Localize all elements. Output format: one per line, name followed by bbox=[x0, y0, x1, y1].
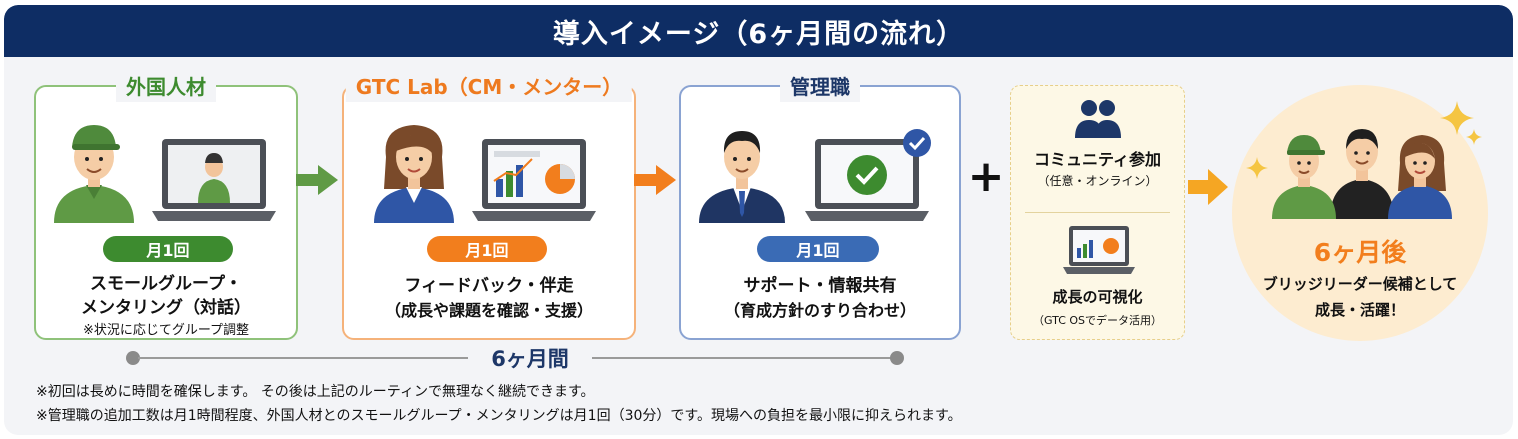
timeline-line bbox=[592, 357, 894, 359]
card-title: GTC Lab（CM・メンター） bbox=[345, 72, 633, 102]
manager-man-icon bbox=[699, 131, 785, 223]
page-title: 導入イメージ（6ヶ月間の流れ） bbox=[552, 18, 965, 50]
page: 導入イメージ（6ヶ月間の流れ） 外国人材 月1回 スモールグループ・ メンタリン… bbox=[4, 5, 1513, 435]
visualization-sub: （GTC OSでデータ活用） bbox=[1032, 314, 1163, 327]
footnote: ※管理職の追加工数は月1時間程度、外国人材とのスモールグループ・メンタリングは月… bbox=[36, 408, 962, 424]
three-people-icon bbox=[1272, 129, 1452, 219]
card-desc-line1: サポート・情報共有 bbox=[743, 276, 897, 296]
divider bbox=[1025, 212, 1170, 213]
header-bar: 導入イメージ（6ヶ月間の流れ） bbox=[4, 5, 1513, 57]
card-desc-line1: フィードバック・伴走 bbox=[404, 276, 574, 296]
community-box: コミュニティ参加 （任意・オンライン） 成長の可視化 （GTC OSでデータ活用… bbox=[1010, 85, 1185, 340]
mentor-woman-icon bbox=[374, 125, 454, 223]
card-title: 外国人材 bbox=[116, 72, 216, 102]
result-title: 6ヶ月後 bbox=[1313, 238, 1407, 267]
plus-sign: + bbox=[967, 151, 1005, 202]
laptop-chart-icon bbox=[472, 139, 596, 221]
result-circle: 6ヶ月後 ブリッジリーダー候補として 成長・活躍！ bbox=[1232, 85, 1488, 341]
result-line2: 成長・活躍！ bbox=[1314, 301, 1405, 319]
timeline-start-dot bbox=[126, 351, 140, 365]
frequency-badge: 月1回 bbox=[103, 236, 233, 262]
frequency-badge: 月1回 bbox=[427, 236, 547, 262]
card-desc-line2: （育成方針のすり合わせ） bbox=[723, 301, 916, 320]
arrow-right-icon bbox=[634, 165, 676, 195]
laptop-check-icon bbox=[805, 129, 931, 221]
laptop-video-call-icon bbox=[152, 139, 276, 221]
card-gtc-lab: GTC Lab（CM・メンター） 月1回 フィードバック・伴走 （成長や課題を bbox=[342, 72, 636, 340]
card-desc-line2: （成長や課題を確認・支援） bbox=[384, 301, 593, 320]
community-title: コミュニティ参加 bbox=[1033, 150, 1162, 169]
arrow-right-icon bbox=[296, 165, 338, 195]
timeline-end-dot bbox=[890, 351, 904, 365]
arrow-right-icon bbox=[1188, 169, 1228, 205]
timeline-line bbox=[138, 357, 468, 359]
worker-icon bbox=[54, 125, 134, 223]
card-desc-line1: スモールグループ・ bbox=[90, 274, 242, 294]
result-line1: ブリッジリーダー候補として bbox=[1262, 275, 1458, 293]
laptop-chart-icon bbox=[1063, 226, 1135, 274]
visualization-title: 成長の可視化 bbox=[1052, 288, 1143, 306]
card-title: 管理職 bbox=[780, 72, 860, 102]
footnote: ※初回は長めに時間を確保します。 その後は上記のルーティンで無理なく継続できます… bbox=[36, 384, 595, 400]
card-manager: 管理職 月1回 サポート・情報共有 （育成方針のすり合わせ） bbox=[679, 72, 961, 340]
timeline-label: 6ヶ月間 bbox=[491, 347, 569, 371]
frequency-badge: 月1回 bbox=[757, 236, 879, 262]
card-foreign-talent: 外国人材 月1回 スモールグループ・ メンタリング（対話） ※状況に応じてグルー… bbox=[34, 72, 298, 340]
group-icon bbox=[1075, 100, 1121, 138]
card-desc-line2: メンタリング（対話） bbox=[81, 298, 251, 318]
sparkle-icon bbox=[1466, 129, 1482, 145]
sparkle-icon bbox=[1440, 101, 1474, 135]
community-sub: （任意・オンライン） bbox=[1037, 174, 1158, 188]
sparkle-icon bbox=[1246, 157, 1268, 179]
card-desc-note: ※状況に応じてグループ調整 bbox=[82, 323, 250, 338]
